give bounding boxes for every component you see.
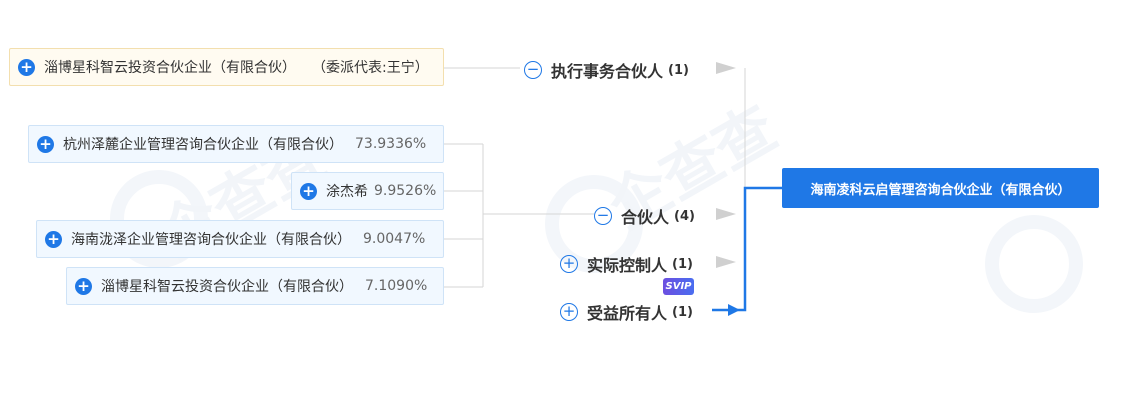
partner-name: 涂杰希 bbox=[326, 184, 368, 200]
partner-node[interactable]: + 杭州泽麓企业管理咨询合伙企业（有限合伙） 73.9336% bbox=[28, 125, 444, 163]
partner-share: 9.0047% bbox=[363, 231, 426, 247]
watermark-logo bbox=[985, 215, 1083, 313]
collapse-icon[interactable]: − bbox=[594, 207, 612, 225]
partner-share: 73.9336% bbox=[355, 136, 427, 152]
expand-icon[interactable]: + bbox=[560, 303, 578, 321]
category-beneficial-owner[interactable]: + 受益所有人 (1) bbox=[560, 300, 693, 324]
target-company-node[interactable]: 海南凌科云启管理咨询合伙企业（有限合伙） bbox=[782, 168, 1099, 208]
expand-icon[interactable]: + bbox=[18, 58, 35, 76]
target-company-name: 海南凌科云启管理咨询合伙企业（有限合伙） bbox=[810, 182, 1071, 198]
category-count: (1) bbox=[672, 304, 693, 320]
partner-name: 海南泷泽企业管理咨询合伙企业（有限合伙） bbox=[71, 232, 351, 248]
partner-name: 杭州泽麓企业管理咨询合伙企业（有限合伙） bbox=[63, 137, 343, 153]
svip-badge: SVIP bbox=[663, 278, 694, 295]
partner-node[interactable]: + 海南泷泽企业管理咨询合伙企业（有限合伙） 9.0047% bbox=[36, 220, 444, 258]
category-partners[interactable]: − 合伙人 (4) bbox=[594, 204, 695, 228]
executive-partner-node[interactable]: + 淄博星科智云投资合伙企业（有限合伙） （委派代表:王宁） bbox=[9, 48, 444, 86]
expand-icon[interactable]: + bbox=[37, 135, 54, 153]
category-count: (1) bbox=[668, 62, 689, 78]
category-label: 实际控制人 bbox=[587, 256, 668, 275]
expand-icon[interactable]: + bbox=[75, 277, 92, 295]
partner-node[interactable]: + 淄博星科智云投资合伙企业（有限合伙） 7.1090% bbox=[66, 267, 444, 305]
category-count: (4) bbox=[674, 208, 695, 224]
delegate-rep: （委派代表:王宁） bbox=[312, 60, 429, 76]
category-count: (1) bbox=[672, 256, 693, 272]
category-label: 合伙人 bbox=[621, 208, 670, 227]
expand-icon[interactable]: + bbox=[300, 182, 317, 200]
category-actual-controller[interactable]: + 实际控制人 (1) bbox=[560, 252, 693, 276]
category-label: 受益所有人 bbox=[587, 304, 668, 323]
collapse-icon[interactable]: − bbox=[524, 61, 542, 79]
partner-share: 7.1090% bbox=[365, 278, 428, 294]
partner-name: 淄博星科智云投资合伙企业（有限合伙） bbox=[101, 279, 353, 295]
partner-node[interactable]: + 涂杰希 9.9526% bbox=[291, 172, 444, 210]
expand-icon[interactable]: + bbox=[560, 255, 578, 273]
partner-share: 9.9526% bbox=[374, 183, 437, 199]
category-executive-partner[interactable]: − 执行事务合伙人 (1) bbox=[524, 58, 689, 82]
category-label: 执行事务合伙人 bbox=[551, 62, 664, 81]
executive-partner-name: 淄博星科智云投资合伙企业（有限合伙） bbox=[44, 60, 296, 76]
expand-icon[interactable]: + bbox=[45, 230, 62, 248]
